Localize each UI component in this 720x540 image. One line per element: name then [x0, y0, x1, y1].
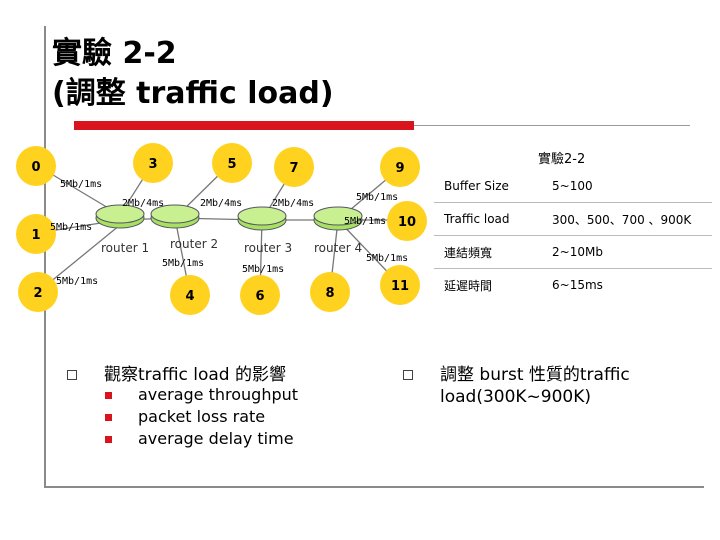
link-label-r4-9: 5Mb/1ms [356, 192, 398, 203]
node-label-5: 5 [227, 157, 236, 172]
title-accent-bar [74, 121, 414, 130]
node-label-0: 0 [31, 160, 40, 175]
link-label-r4-10: 5Mb/1ms [344, 216, 386, 227]
link-label-r2-4: 5Mb/1ms [162, 258, 204, 269]
node-7 [274, 147, 314, 187]
node-0 [16, 146, 56, 186]
node-4 [170, 275, 210, 315]
table-caption: 實驗2-2 [538, 152, 586, 167]
node-3 [133, 143, 173, 183]
router-3 [237, 206, 287, 231]
frame-bottom-border [44, 486, 704, 488]
node-label-8: 8 [325, 286, 334, 301]
title-line-1: 實驗 2-2 [52, 36, 177, 71]
routers-layer [95, 204, 363, 231]
nodes-layer [16, 143, 427, 315]
param-label: Buffer Size [444, 179, 509, 193]
bullet-observe-traffic: 觀察traffic load 的影響 [104, 365, 286, 385]
link-label-0-r1: 5Mb/1ms [60, 179, 102, 190]
network-topology-diagram: router 1 router 2 router 3 router 4 0 1 … [16, 143, 427, 315]
table-row: 連結頻寬 2~10Mb [434, 235, 712, 269]
node-2 [18, 272, 58, 312]
title-line-2: (調整 traffic load) [52, 76, 334, 111]
sub-bullet-loss: packet loss rate [138, 407, 266, 426]
link-label-1-r1: 5Mb/1ms [50, 222, 92, 233]
param-value: 6~15ms [542, 268, 712, 301]
param-label: Traffic load [434, 202, 542, 236]
link-label-3-r1: 2Mb/4ms [122, 198, 164, 209]
red-square-bullet-icon [105, 414, 112, 421]
parameter-table: Buffer Size 5~100 Traffic load 300、500、7… [434, 170, 712, 301]
bullet-burst-line1: 調整 burst 性質的traffic [440, 365, 630, 385]
node-label-2: 2 [33, 286, 42, 301]
red-square-bullet-icon [105, 392, 112, 399]
slide-title: 實驗 2-2 (調整 traffic load) [52, 34, 334, 114]
node-10 [387, 201, 427, 241]
router-label-4: router 4 [314, 241, 362, 255]
node-9 [380, 147, 420, 187]
node-11 [380, 265, 420, 305]
param-label: 連結頻寬 [434, 235, 542, 269]
router-label-1: router 1 [101, 241, 149, 255]
table-row: Traffic load 300、500、700 、900K [434, 202, 712, 236]
router-4 [313, 206, 363, 231]
node-label-7: 7 [289, 161, 298, 176]
frame-left-border [44, 26, 46, 486]
node-1 [16, 214, 56, 254]
param-value: 5~100 [552, 179, 593, 193]
param-value: 2~10Mb [542, 235, 712, 269]
red-square-bullet-icon [105, 436, 112, 443]
router-label-3: router 3 [244, 241, 292, 255]
param-value: 300、500、700 、900K [542, 202, 712, 236]
node-label-6: 6 [255, 289, 264, 304]
router-label-2: router 2 [170, 237, 218, 251]
node-label-1: 1 [31, 228, 40, 243]
node-label-4: 4 [185, 289, 194, 304]
node-label-11: 11 [391, 279, 409, 294]
link-label-r4-11: 5Mb/1ms [366, 253, 408, 264]
node-8 [310, 272, 350, 312]
node-6 [240, 275, 280, 315]
router-1 [95, 204, 145, 229]
sub-bullet-throughput: average throughput [138, 385, 299, 404]
node-label-10: 10 [398, 215, 416, 230]
node-label-3: 3 [148, 157, 157, 172]
sub-bullet-delay: average delay time [138, 429, 294, 448]
hollow-square-bullet-icon [67, 370, 77, 380]
hollow-square-bullet-icon [403, 370, 413, 380]
link-label-r2-5: 2Mb/4ms [200, 198, 242, 209]
bullet-burst-line2: load(300K~900K) [440, 387, 592, 407]
node-5 [212, 143, 252, 183]
link-label-2-r1: 5Mb/1ms [56, 276, 98, 287]
link-label-r3-6: 5Mb/1ms [242, 264, 284, 275]
router-2 [150, 204, 200, 229]
param-label: 延遲時間 [434, 268, 542, 301]
title-rule [414, 125, 690, 126]
table-row: Buffer Size 5~100 [434, 170, 712, 203]
table-row: 延遲時間 6~15ms [434, 268, 712, 301]
node-label-9: 9 [395, 161, 404, 176]
link-label-r3-7: 2Mb/4ms [272, 198, 314, 209]
